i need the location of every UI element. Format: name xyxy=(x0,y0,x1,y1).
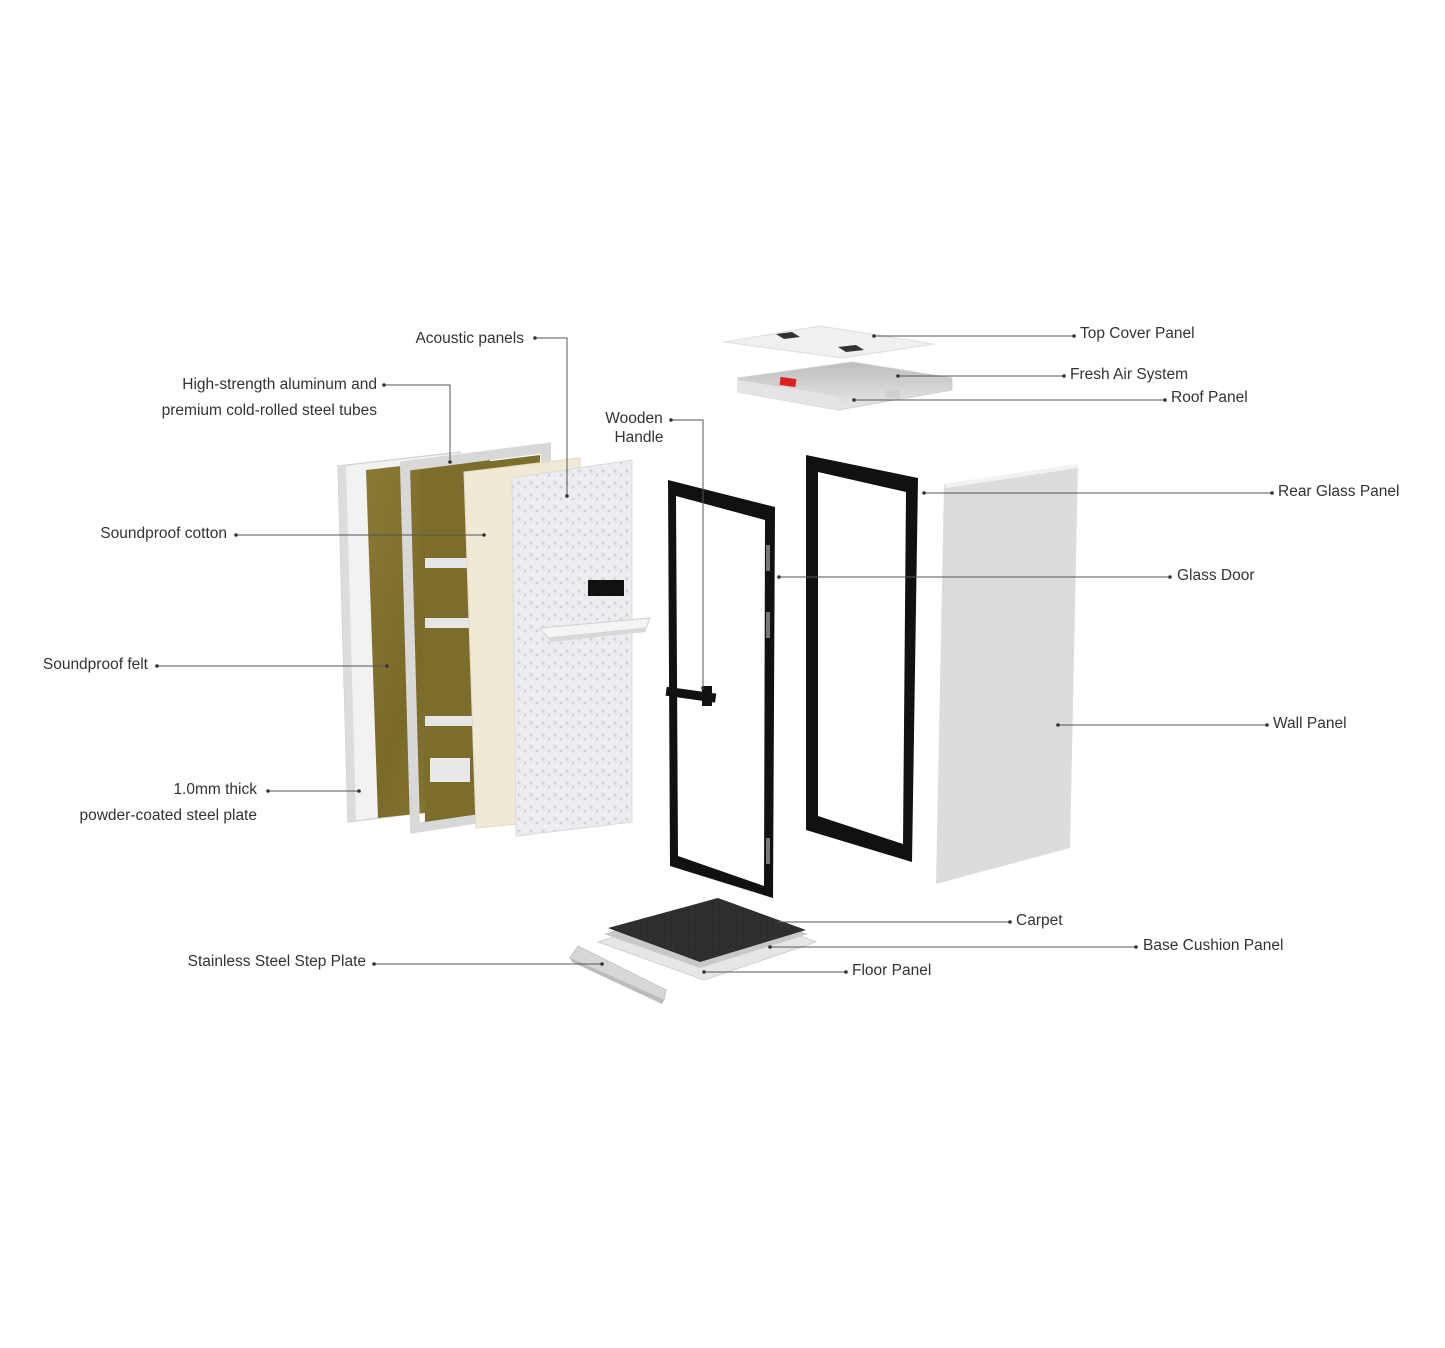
leader-lines xyxy=(157,335,1272,973)
rear-glass-panel-shape xyxy=(806,455,918,862)
label-wooden-handle-line1: Wooden xyxy=(605,410,663,427)
label-steel-plate-line2: powder-coated steel plate xyxy=(79,807,257,824)
label-carpet: Carpet xyxy=(1016,912,1063,929)
label-rear-glass-panel: Rear Glass Panel xyxy=(1278,483,1400,500)
label-steel-plate-line1: 1.0mm thick xyxy=(173,781,257,798)
label-acoustic-panels: Acoustic panels xyxy=(415,330,524,347)
label-roof-panel: Roof Panel xyxy=(1171,389,1248,406)
label-fresh-air-system: Fresh Air System xyxy=(1070,366,1188,383)
acoustic-panel-shape xyxy=(511,459,651,837)
label-base-cushion-panel: Base Cushion Panel xyxy=(1143,937,1284,954)
carpet-shape xyxy=(608,898,806,962)
label-aluminum-line1: High-strength aluminum and xyxy=(182,376,377,393)
label-aluminum-line2: premium cold-rolled steel tubes xyxy=(161,402,377,419)
wall-panel-shape xyxy=(936,464,1078,884)
label-soundproof-felt: Soundproof felt xyxy=(42,656,148,673)
label-wall-panel: Wall Panel xyxy=(1273,715,1347,732)
label-stainless-steel-step-plate: Stainless Steel Step Plate xyxy=(187,953,366,970)
label-soundproof-cotton: Soundproof cotton xyxy=(100,525,227,542)
glass-door-shape xyxy=(665,480,775,898)
label-top-cover-panel: Top Cover Panel xyxy=(1080,325,1195,342)
label-floor-panel: Floor Panel xyxy=(852,962,932,979)
step-plate-shape xyxy=(569,945,667,1004)
roof-panel-shape xyxy=(737,361,953,411)
top-cover-panel-shape xyxy=(723,325,935,359)
leader-dots xyxy=(155,334,1274,974)
label-wooden-handle-line2: Handle xyxy=(614,429,664,446)
label-glass-door: Glass Door xyxy=(1177,567,1255,584)
